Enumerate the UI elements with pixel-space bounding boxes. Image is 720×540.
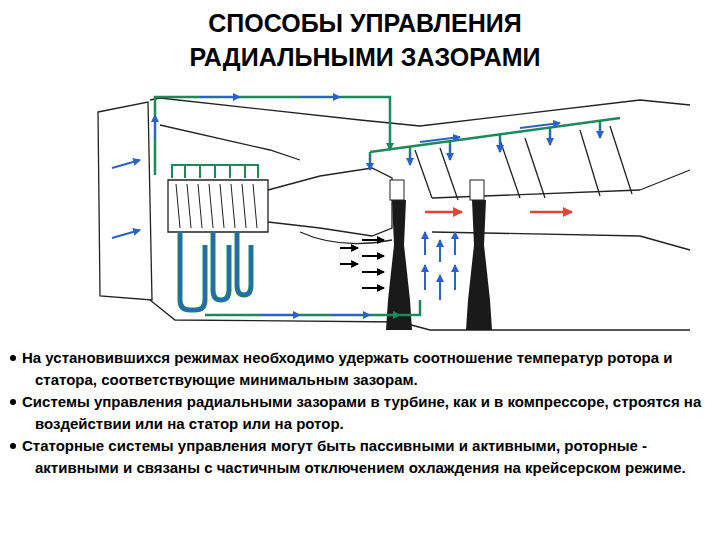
compressor-blade — [231, 184, 235, 228]
slide-title: СПОСОБЫ УПРАВЛЕНИЯ РАДИАЛЬНЫМИ ЗАЗОРАМИ — [150, 6, 580, 74]
bullet-note: Системы управления радиальными зазорами … — [22, 391, 702, 435]
bullet-dot — [10, 355, 16, 361]
bullet-dot — [10, 399, 16, 405]
compressor-blade — [253, 184, 257, 228]
compressor-blade — [242, 184, 246, 228]
compressor-blade — [198, 184, 202, 228]
bullet-note: Статорные системы управления могут быть … — [22, 435, 702, 479]
compressor-blade — [176, 184, 180, 228]
bullet-dot — [10, 443, 16, 449]
compressor-blade — [220, 184, 224, 228]
compressor-blade — [187, 184, 191, 228]
compressor-blade — [209, 184, 213, 228]
bullet-note: На установившихся режимах необходимо уде… — [22, 347, 702, 391]
